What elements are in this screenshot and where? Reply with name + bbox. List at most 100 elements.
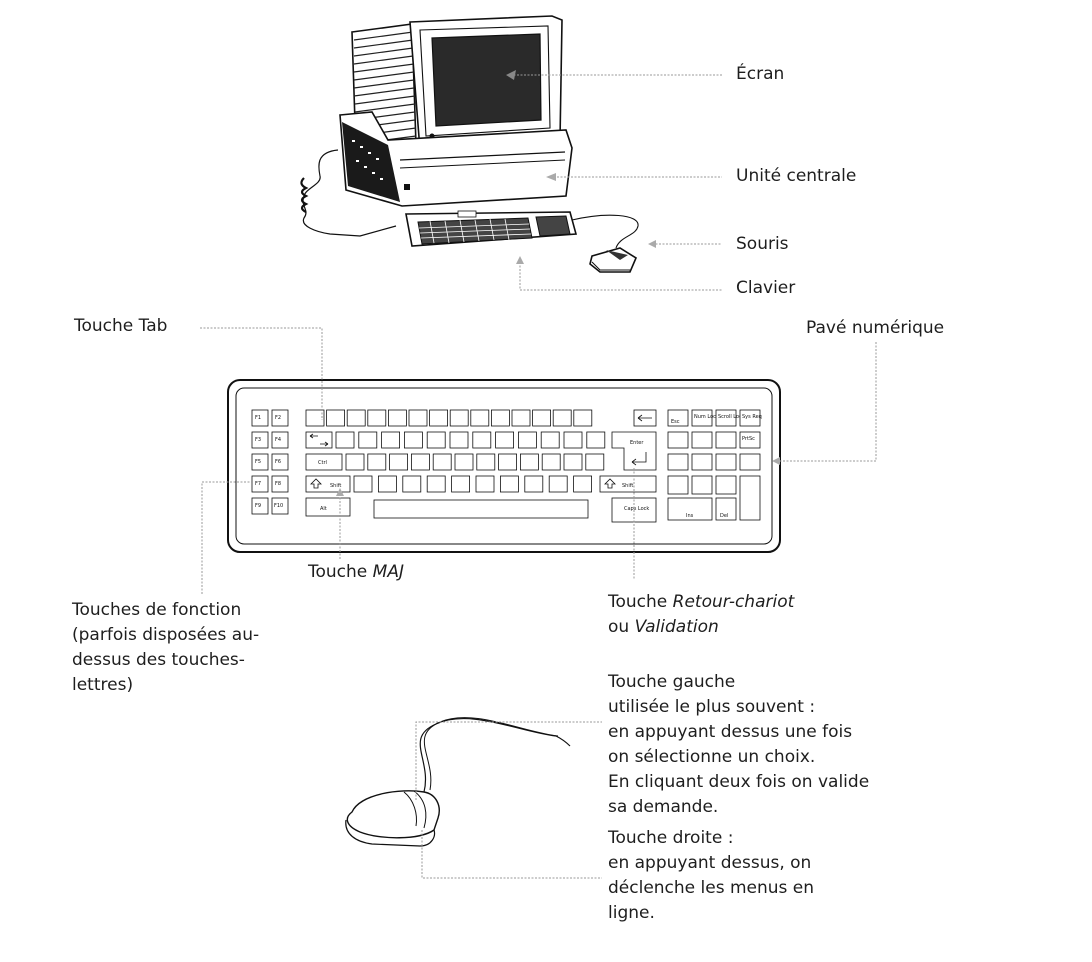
key bbox=[449, 431, 469, 449]
key bbox=[326, 409, 346, 427]
key bbox=[367, 409, 387, 427]
key bbox=[451, 475, 471, 493]
mouse-label: Souris bbox=[736, 234, 789, 254]
computer-illustration bbox=[300, 15, 639, 273]
key-f5: F5 bbox=[255, 459, 261, 465]
svg-text:Alt: Alt bbox=[320, 506, 327, 512]
svg-text:Shift: Shift bbox=[622, 483, 633, 489]
key bbox=[540, 431, 560, 449]
key-f9: F9 bbox=[255, 503, 261, 509]
left-button-description: Touche gauche utilisée le plus souvent :… bbox=[608, 672, 870, 817]
key-f6: F6 bbox=[275, 459, 281, 465]
key bbox=[541, 453, 561, 471]
screen-label: Écran bbox=[736, 64, 785, 84]
mouse-small bbox=[589, 247, 638, 273]
key-f3: F3 bbox=[255, 437, 261, 443]
key bbox=[563, 431, 583, 449]
key bbox=[476, 453, 496, 471]
svg-text:Esc: Esc bbox=[671, 419, 680, 425]
keyboard-illustration: F1 F2 F3 F4 F5 F6 F7 F8 F9 F10 Ctrl Shif… bbox=[227, 379, 781, 553]
key bbox=[498, 453, 518, 471]
svg-text:Num Lock: Num Lock bbox=[694, 414, 719, 420]
key bbox=[518, 431, 537, 449]
key-f4: F4 bbox=[275, 437, 281, 443]
mouse-illustration bbox=[345, 717, 571, 847]
key-shift-right bbox=[599, 475, 657, 493]
key bbox=[524, 475, 544, 493]
key bbox=[511, 409, 531, 427]
key bbox=[358, 431, 378, 449]
svg-text:Enter: Enter bbox=[630, 440, 644, 446]
key bbox=[585, 453, 605, 471]
key bbox=[454, 453, 474, 471]
function-keys-block: F1 F2 F3 F4 F5 F6 F7 F8 F9 F10 bbox=[251, 409, 289, 515]
key bbox=[335, 431, 355, 449]
svg-text:Ctrl: Ctrl bbox=[318, 460, 327, 466]
key bbox=[563, 453, 583, 471]
key bbox=[346, 409, 366, 427]
key bbox=[402, 475, 422, 493]
numeric-keypad-label: Pavé numérique bbox=[806, 318, 945, 338]
key bbox=[472, 431, 492, 449]
enter-key-label: Touche Retour-chariot ou Validation bbox=[608, 592, 795, 637]
key bbox=[520, 453, 539, 471]
key-f7: F7 bbox=[255, 481, 261, 487]
keyboard-small bbox=[405, 210, 578, 247]
central-unit-label: Unité centrale bbox=[736, 166, 857, 186]
mouse-body bbox=[346, 790, 440, 839]
key bbox=[449, 409, 469, 427]
mouse-cable bbox=[419, 717, 571, 793]
svg-text:PrtSc: PrtSc bbox=[742, 436, 755, 442]
svg-text:Shift: Shift bbox=[330, 483, 341, 489]
key bbox=[429, 409, 449, 427]
key bbox=[432, 453, 452, 471]
key bbox=[495, 431, 515, 449]
key-space bbox=[373, 499, 589, 519]
key-alt bbox=[305, 497, 351, 517]
tab-key-label: Touche Tab bbox=[74, 316, 168, 336]
key-f2: F2 bbox=[275, 415, 281, 421]
monitor bbox=[409, 15, 563, 157]
key bbox=[377, 475, 397, 493]
svg-text:Ins: Ins bbox=[686, 513, 694, 519]
svg-text:Caps Lock: Caps Lock bbox=[624, 506, 649, 512]
svg-text:Del: Del bbox=[720, 513, 728, 519]
key bbox=[381, 431, 401, 449]
key bbox=[367, 453, 387, 471]
keyboard-label: Clavier bbox=[736, 278, 796, 298]
key bbox=[573, 409, 593, 427]
key-f1: F1 bbox=[255, 415, 261, 421]
key-ctrl bbox=[305, 453, 343, 471]
key-f10: F10 bbox=[274, 503, 283, 509]
key bbox=[403, 431, 423, 449]
key-enter bbox=[611, 431, 657, 471]
central-unit bbox=[339, 111, 573, 207]
key bbox=[389, 453, 409, 471]
function-keys-label: Touches de fonction (parfois disposées a… bbox=[72, 600, 260, 695]
alphanumeric-block bbox=[305, 409, 606, 493]
key bbox=[426, 475, 446, 493]
svg-text:Scroll Lock: Scroll Lock bbox=[718, 414, 745, 420]
key bbox=[532, 409, 551, 427]
key bbox=[552, 409, 572, 427]
key bbox=[586, 431, 606, 449]
right-button-description: Touche droite : en appuyant dessus, on d… bbox=[608, 828, 815, 923]
monitor-screen bbox=[431, 33, 542, 127]
leader-lines bbox=[200, 70, 877, 879]
key bbox=[305, 409, 325, 427]
key bbox=[490, 409, 510, 427]
key bbox=[499, 475, 519, 493]
key bbox=[426, 431, 446, 449]
key bbox=[408, 409, 428, 427]
key bbox=[387, 409, 407, 427]
key bbox=[548, 475, 568, 493]
key bbox=[470, 409, 490, 427]
key-tab bbox=[305, 431, 333, 449]
key bbox=[475, 475, 495, 493]
key bbox=[573, 475, 592, 493]
key bbox=[353, 475, 373, 493]
key bbox=[410, 453, 430, 471]
numeric-keypad: Esc Num Lock Scroll Lock Sys Req PrtSc I… bbox=[667, 409, 762, 521]
svg-text:Sys Req: Sys Req bbox=[742, 414, 762, 420]
